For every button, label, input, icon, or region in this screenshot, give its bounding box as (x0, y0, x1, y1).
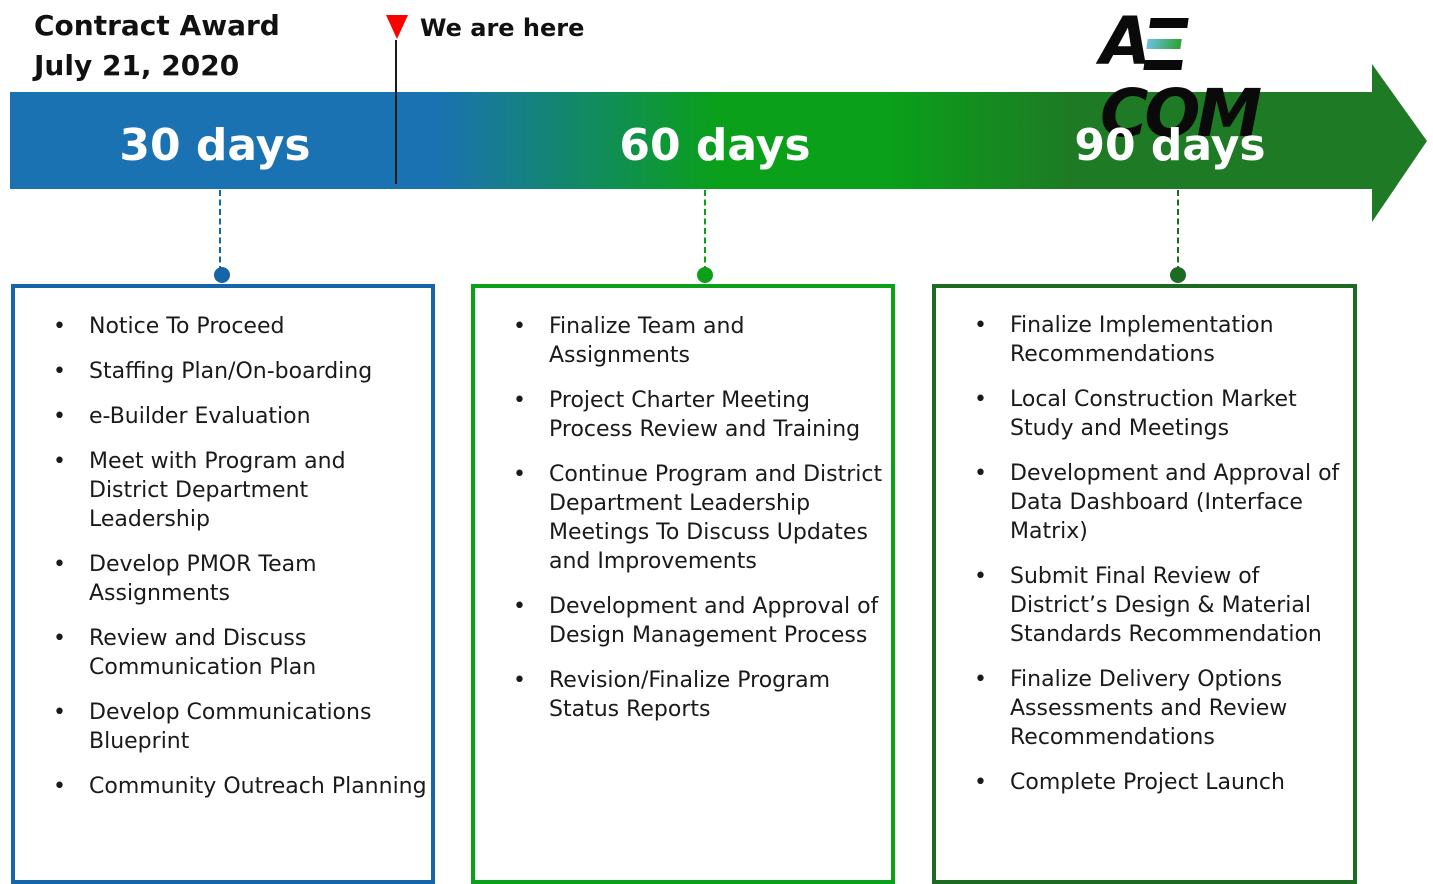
connector-dot-90-days (1170, 267, 1186, 283)
task-item: • Project Charter Meeting Process Review … (475, 386, 891, 444)
task-item-text: Development and Approval of Data Dashboa… (1010, 461, 1340, 544)
task-item: • Meet with Program and District Departme… (15, 447, 431, 534)
logo-letters-com: COM (1100, 75, 1262, 152)
connector-60-days (704, 190, 706, 272)
phase-box-60-days: • Finalize Team and Assignments • Project C… (471, 284, 895, 884)
task-item: • Submit Final Review of District’s Desig… (936, 562, 1353, 649)
we-are-here-marker-icon (386, 15, 408, 39)
phase-label-60-days: 60 days (619, 120, 811, 171)
phase-label-90-days: 90 days (1074, 120, 1266, 171)
connector-dot-60-days (697, 267, 713, 283)
bullet-icon: • (53, 404, 66, 429)
bullet-icon: • (513, 594, 526, 619)
task-item: • Development and Approval of Data Dashbo… (936, 459, 1353, 546)
connector-90-days (1177, 190, 1179, 272)
we-are-here-label: We are here (420, 14, 585, 42)
bullet-icon: • (974, 667, 987, 692)
task-item: • Local Construction Market Study and Mee… (936, 385, 1353, 443)
task-item: • Finalize Team and Assignments (475, 312, 891, 370)
timeline-arrow (10, 64, 1427, 222)
we-are-here-line (395, 40, 397, 184)
task-item-text: Complete Project Launch (1010, 770, 1285, 795)
task-item: • Develop Communications Blueprint (15, 698, 431, 756)
bullet-icon: • (53, 700, 66, 725)
contract-award-title: Contract Award (34, 9, 280, 42)
task-item-text: e-Builder Evaluation (89, 404, 311, 429)
bullet-icon: • (974, 770, 987, 795)
connector-30-days (219, 190, 221, 272)
task-item-text: Review and Discuss Communication Plan (89, 626, 317, 680)
task-item: • Revision/Finalize Program Status Report… (475, 666, 891, 724)
task-item: • Review and Discuss Communication Plan (15, 624, 431, 682)
task-item-text: Develop Communications Blueprint (89, 700, 372, 754)
phase-label-30-days: 30 days (119, 120, 311, 171)
task-item-text: Community Outreach Planning (89, 774, 427, 799)
bullet-icon: • (974, 564, 987, 589)
task-item: • Finalize Delivery Options Assessments a… (936, 665, 1353, 752)
task-item: • Staffing Plan/On-boarding (15, 357, 431, 386)
bullet-icon: • (53, 359, 66, 384)
task-item-text: Development and Approval of Design Manag… (549, 594, 879, 648)
task-item-text: Continue Program and District Department… (549, 462, 883, 574)
connector-dot-30-days (214, 267, 230, 283)
bullet-icon: • (53, 626, 66, 651)
task-item-text: Finalize Delivery Options Assessments an… (1010, 667, 1288, 750)
bullet-icon: • (513, 314, 526, 339)
task-item-text: Local Construction Market Study and Meet… (1010, 387, 1297, 441)
task-item-text: Submit Final Review of District’s Design… (1010, 564, 1322, 647)
bullet-icon: • (53, 774, 66, 799)
task-item-text: Finalize Team and Assignments (549, 314, 745, 368)
task-list-60-days: • Finalize Team and Assignments • Project C… (475, 312, 891, 724)
task-item: • Notice To Proceed (15, 312, 431, 341)
bullet-icon: • (53, 314, 66, 339)
task-item-text: Staffing Plan/On-boarding (89, 359, 373, 384)
contract-award-label: Contract Award July 21, 2020 (34, 6, 280, 86)
task-item-text: Notice To Proceed (89, 314, 285, 339)
phase-box-30-days: • Notice To Proceed • Staffing Plan/On-boar… (11, 284, 435, 884)
bullet-icon: • (974, 461, 987, 486)
task-item: • Continue Program and District Departmen… (475, 460, 891, 576)
bullet-icon: • (513, 388, 526, 413)
logo-letter-a: A (1100, 3, 1151, 80)
task-item-text: Finalize Implementation Recommendations (1010, 313, 1274, 367)
task-item: • Complete Project Launch (936, 768, 1353, 797)
task-item-text: Revision/Finalize Program Status Reports (549, 668, 831, 722)
bullet-icon: • (53, 552, 66, 577)
task-item: • Community Outreach Planning (15, 772, 431, 801)
task-list-90-days: • Finalize Implementation Recommendations… (936, 311, 1353, 797)
task-list-30-days: • Notice To Proceed • Staffing Plan/On-boar… (15, 312, 431, 801)
contract-award-date: July 21, 2020 (34, 49, 240, 82)
phase-box-90-days: • Finalize Implementation Recommendations… (932, 284, 1357, 884)
task-item: • Finalize Implementation Recommendations (936, 311, 1353, 369)
task-item-text: Develop PMOR Team Assignments (89, 552, 317, 606)
task-item-text: Meet with Program and District Departmen… (89, 449, 346, 532)
bullet-icon: • (513, 668, 526, 693)
task-item: • Develop PMOR Team Assignments (15, 550, 431, 608)
bullet-icon: • (53, 449, 66, 474)
task-item-text: Project Charter Meeting Process Review a… (549, 388, 861, 442)
task-item: • e-Builder Evaluation (15, 402, 431, 431)
logo-e-mark-icon (1143, 18, 1189, 70)
bullet-icon: • (974, 387, 987, 412)
bullet-icon: • (513, 462, 526, 487)
task-item: • Development and Approval of Design Mana… (475, 592, 891, 650)
bullet-icon: • (974, 313, 987, 338)
